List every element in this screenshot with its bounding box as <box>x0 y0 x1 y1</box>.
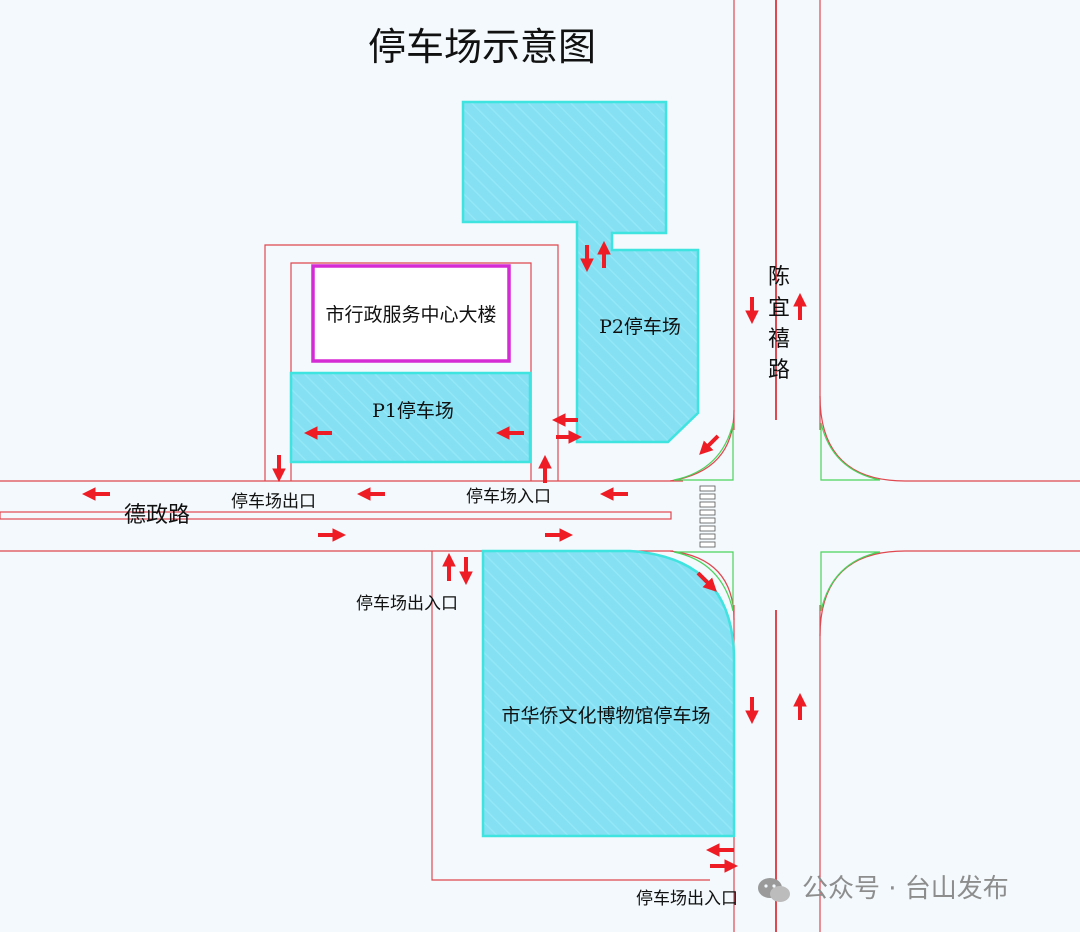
arrow <box>696 571 717 592</box>
island-ne <box>820 422 881 481</box>
museum-lot <box>481 549 736 838</box>
admin-center-label: 市行政服务中心大楼 <box>325 304 496 326</box>
museum-parking-label: 市华侨文化博物馆停车场 <box>501 705 710 727</box>
p1-exit-label: 停车场出口 <box>231 492 316 512</box>
traffic-islands <box>673 422 881 612</box>
wechat-icon <box>756 875 792 905</box>
p1-entrance-label: 停车场入口 <box>466 487 551 507</box>
island-nw <box>673 422 734 481</box>
p1-lot <box>289 371 532 464</box>
zebra-crossing <box>699 485 716 548</box>
traffic-arrows <box>81 240 807 873</box>
p1-driveway <box>264 244 559 481</box>
corner-se <box>819 550 1080 637</box>
museum-driveway <box>431 551 710 881</box>
median-strip <box>0 511 672 520</box>
museum-gate-south-label: 停车场出入口 <box>636 889 738 909</box>
arrow <box>699 434 720 455</box>
p2-label: P2停车场 <box>599 316 681 338</box>
corner-ne <box>819 395 1080 482</box>
watermark-text: 公众号 · 台山发布 <box>802 874 1009 904</box>
chenyixi-road-label: 陈宜禧路 <box>767 265 790 383</box>
island-sw <box>673 551 734 612</box>
deazheng-road-label: 德政路 <box>124 503 190 528</box>
admin-center-building <box>311 264 511 363</box>
museum-gate-north-label: 停车场出入口 <box>356 594 458 614</box>
watermark: 公众号 · 台山发布 <box>756 868 1009 905</box>
p1-label: P1停车场 <box>372 400 454 422</box>
map-title: 停车场示意图 <box>368 25 597 69</box>
island-se <box>820 551 881 612</box>
